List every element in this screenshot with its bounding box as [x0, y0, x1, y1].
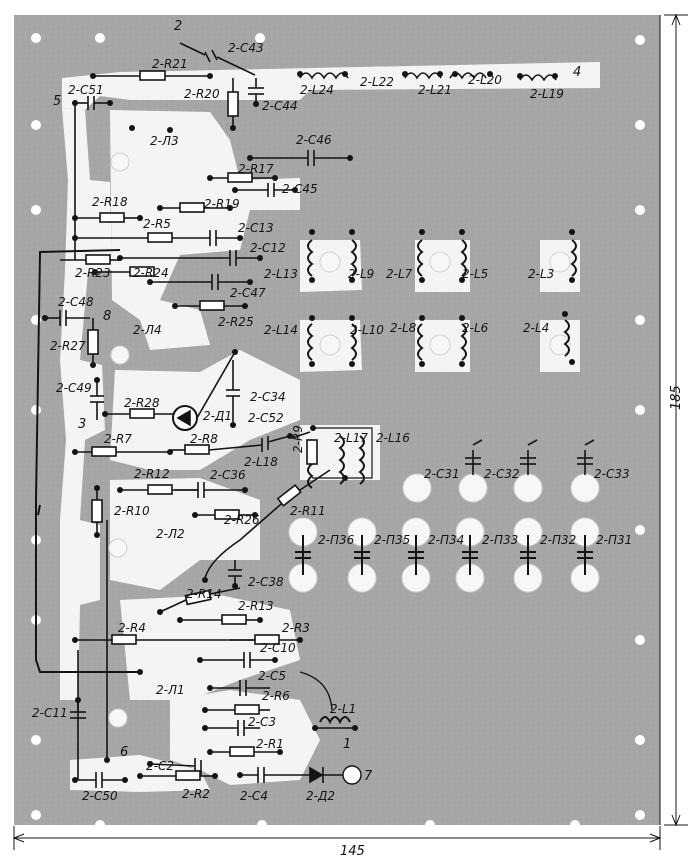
node-label-8: 8: [103, 309, 112, 324]
height-dimension-label: 185: [669, 385, 684, 410]
label-r24: 2-R24: [133, 266, 169, 280]
label-r8: 2-R8: [190, 432, 218, 446]
label-l9: 2-L9: [348, 267, 375, 281]
label-l20: 2-L20: [468, 73, 502, 87]
label-п34: 2-П34: [428, 533, 465, 547]
dimension-lines: [12, 13, 688, 850]
label-c2: 2-C2: [146, 759, 174, 773]
label-п32: 2-П32: [540, 533, 577, 547]
width-dimension-label: 145: [340, 844, 365, 859]
label-l13: 2-L13: [264, 267, 298, 281]
label-l19: 2-L19: [530, 87, 564, 101]
label-r1: 2-R1: [256, 737, 284, 751]
label-l21: 2-L21: [418, 83, 452, 97]
node-label-3: 3: [78, 417, 87, 432]
label-l14: 2-L14: [264, 323, 298, 337]
label-r4: 2-R4: [118, 621, 146, 635]
label-l22: 2-L22: [360, 75, 394, 89]
label-r9: 2-R9: [291, 425, 305, 453]
label-c4: 2-C4: [240, 789, 268, 803]
label-c51: 2-C51: [68, 83, 104, 97]
label-l16: 2-L16: [376, 431, 410, 445]
label-л2: 2-Л2: [156, 527, 185, 541]
node-label-7: 7: [364, 769, 373, 784]
label-c10: 2-C10: [260, 641, 296, 655]
label-л3: 2-Л3: [150, 134, 179, 148]
pad-rings: [108, 152, 600, 728]
label-c12: 2-C12: [250, 241, 286, 255]
wire-loop-left: [35, 249, 140, 673]
label-r28: 2-R28: [124, 396, 160, 410]
label-r19: 2-R19: [204, 197, 240, 211]
label-c11: 2-C11: [32, 706, 68, 720]
label-l7: 2-L7: [386, 267, 413, 281]
label-r10: 2-R10: [114, 504, 150, 518]
label-r2: 2-R2: [182, 787, 210, 801]
label-c43: 2-C43: [228, 41, 264, 55]
label-c47: 2-C47: [230, 286, 266, 300]
node-label-6: 6: [120, 745, 129, 760]
label-r11: 2-R11: [290, 504, 326, 518]
label-c32: 2-C32: [484, 467, 520, 481]
label-c38: 2-C38: [248, 575, 284, 589]
label-c31: 2-C31: [424, 467, 460, 481]
mounting-holes: [31, 33, 645, 830]
label-l6: 2-L6: [462, 321, 489, 335]
label-п35: 2-П35: [374, 533, 411, 547]
label-л1: 2-Л1: [156, 683, 185, 697]
label-c13: 2-C13: [238, 221, 274, 235]
label-r3: 2-R3: [282, 621, 310, 635]
label-c44: 2-C44: [262, 99, 298, 113]
label-c5: 2-C5: [258, 669, 286, 683]
label-л4: 2-Л4: [133, 323, 162, 337]
label-l8: 2-L8: [390, 321, 417, 335]
label-c50: 2-C50: [82, 789, 118, 803]
label-п33: 2-П33: [482, 533, 519, 547]
label-c49: 2-C49: [56, 381, 92, 395]
label-д1: 2-Д1: [203, 409, 232, 423]
label-l1: 2-L1: [330, 702, 357, 716]
label-r14: 2-R14: [186, 587, 222, 601]
label-r23: 2-R23: [75, 266, 111, 280]
label-l17: 2-L17: [334, 431, 368, 445]
label-l18: 2-L18: [244, 455, 278, 469]
solder-joints: [42, 71, 575, 783]
label-r17: 2-R17: [238, 162, 274, 176]
node-label-2: 2: [174, 19, 183, 34]
label-l5: 2-L5: [462, 267, 489, 281]
label-r13: 2-R13: [238, 599, 274, 613]
label-r25: 2-R25: [218, 315, 254, 329]
label-п36: 2-П36: [318, 533, 355, 547]
label-c33: 2-C33: [594, 467, 630, 481]
label-r18: 2-R18: [92, 195, 128, 209]
label-r20: 2-R20: [184, 87, 220, 101]
node-label-1: 1: [343, 737, 352, 752]
label-c36: 2-C36: [210, 468, 246, 482]
label-r7: 2-R7: [104, 432, 132, 446]
label-c52: 2-C52: [248, 411, 284, 425]
label-l10: 2-L10: [350, 323, 384, 337]
label-l4: 2-L4: [523, 321, 550, 335]
label-r26: 2-R26: [224, 513, 260, 527]
node-label-5: 5: [53, 94, 62, 109]
node-label-4: 4: [573, 65, 582, 80]
label-c45: 2-C45: [282, 182, 318, 196]
label-r5: 2-R5: [143, 217, 171, 231]
label-c48: 2-C48: [58, 295, 94, 309]
label-r6: 2-R6: [262, 689, 290, 703]
label-c34: 2-C34: [250, 390, 286, 404]
label-r27: 2-R27: [50, 339, 86, 353]
components: [35, 42, 595, 788]
label-c3: 2-C3: [248, 715, 276, 729]
label-д2: 2-Д2: [306, 789, 335, 803]
label-п31: 2-П31: [596, 533, 633, 547]
label-l24: 2-L24: [300, 83, 334, 97]
label-r12: 2-R12: [134, 467, 170, 481]
label-c46: 2-C46: [296, 133, 332, 147]
label-r21: 2-R21: [152, 57, 188, 71]
label-l3: 2-L3: [528, 267, 555, 281]
